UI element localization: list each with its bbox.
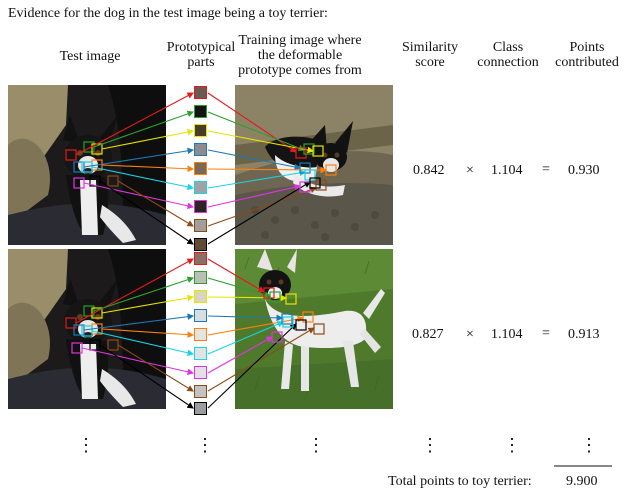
prototype-patch-red: [194, 252, 207, 265]
header-test-image: Test image: [59, 49, 121, 64]
prototype-patch-magenta: [194, 200, 207, 213]
similarity-score-1: 0.842: [413, 163, 445, 178]
multiply-sign-1: ×: [466, 163, 474, 178]
similarity-score-2: 0.827: [412, 327, 444, 342]
ellipsis-prototypical-parts: ⋮: [196, 435, 214, 455]
multiply-sign-2: ×: [466, 327, 474, 342]
prototype-patch-orange: [194, 162, 207, 175]
class-connection-2: 1.104: [491, 327, 523, 342]
total-value: 9.900: [566, 474, 598, 489]
ellipsis-class-connection: ⋮: [503, 435, 521, 455]
prototype-patch-yellow: [194, 124, 207, 137]
prototype-patch-blue: [194, 143, 207, 156]
class-connection-1: 1.104: [491, 163, 523, 178]
prototype-patch-cyan: [194, 181, 207, 194]
ellipsis-training-image: ⋮: [307, 435, 325, 455]
equals-sign-1: =: [542, 162, 550, 177]
prototype-patch-yellow: [194, 290, 207, 303]
header-points-contributed: Points contributed: [555, 40, 619, 70]
training-image-1: [235, 85, 393, 245]
prototype-patch-magenta: [194, 366, 207, 379]
ellipsis-test-image: ⋮: [77, 435, 95, 455]
prototype-patch-black: [194, 238, 207, 251]
prototype-patch-orange: [194, 328, 207, 341]
header-class-connection: Class connection: [477, 40, 539, 70]
prototype-patch-black: [194, 402, 207, 415]
equals-sign-2: =: [542, 326, 550, 341]
header-prototypical-parts: Prototypical parts: [166, 40, 236, 70]
prototype-patch-brown: [194, 219, 207, 232]
figure-title: Evidence for the dog in the test image b…: [8, 6, 328, 21]
prototype-patch-green: [194, 105, 207, 118]
ellipsis-points-contributed: ⋮: [580, 435, 598, 455]
prototype-patch-green: [194, 271, 207, 284]
prototype-patch-cyan: [194, 347, 207, 360]
points-contributed-2: 0.913: [568, 327, 600, 342]
header-training-image: Training image where the deformable prot…: [238, 33, 362, 78]
total-label: Total points to toy terrier:: [388, 474, 532, 489]
prototype-patch-red: [194, 86, 207, 99]
points-contributed-1: 0.930: [568, 163, 600, 178]
header-similarity-score: Similarity score: [402, 40, 458, 70]
prototype-patch-brown: [194, 385, 207, 398]
prototype-patch-blue: [194, 309, 207, 322]
test-image-1: [8, 85, 166, 245]
ellipsis-similarity-score: ⋮: [421, 435, 439, 455]
